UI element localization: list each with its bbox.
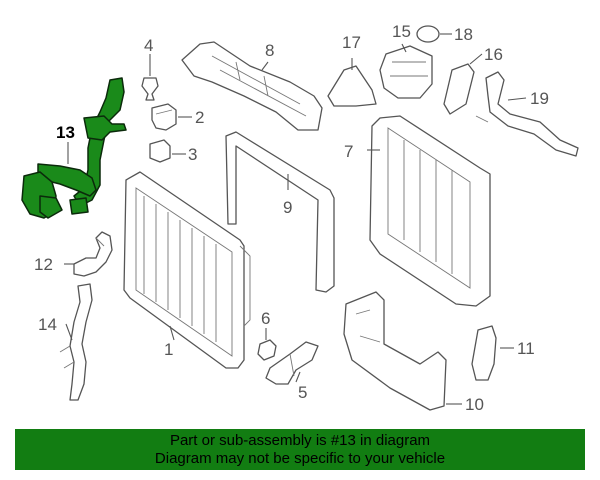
part-11-side-bracket[interactable] (471, 325, 497, 381)
part-9-seal[interactable] (225, 131, 335, 293)
part-18-cap[interactable] (416, 25, 440, 43)
callout-18: 18 (454, 25, 473, 44)
info-banner: Part or sub-assembly is #13 in diagram D… (15, 429, 585, 470)
callout-9: 9 (283, 198, 292, 217)
callout-1: 1 (164, 340, 173, 359)
callout-16: 16 (484, 45, 503, 64)
callout-19: 19 (530, 89, 549, 108)
banner-line-1: Part or sub-assembly is #13 in diagram (169, 432, 431, 449)
callout-15: 15 (392, 22, 411, 41)
callout-8: 8 (265, 41, 274, 60)
part-19-hose[interactable] (475, 71, 579, 157)
banner-line-2: Diagram may not be specific to your vehi… (154, 450, 446, 467)
callout-13: 13 (56, 123, 75, 142)
part-1-radiator[interactable] (123, 171, 251, 369)
part-13-hose-assembly[interactable] (21, 77, 127, 219)
callout-2: 2 (195, 108, 204, 127)
callout-4: 4 (144, 36, 153, 55)
part-6-plug[interactable] (257, 339, 277, 361)
part-2-bracket[interactable] (151, 103, 177, 131)
parts-diagram: 4 2 3 8 9 7 17 15 18 16 19 1 12 14 13 5 … (21, 22, 579, 414)
part-10-lower-deflector[interactable] (343, 291, 447, 411)
part-8-upper-cover[interactable] (181, 41, 323, 131)
part-17-bracket[interactable] (327, 65, 377, 107)
part-16-sensor[interactable] (443, 63, 475, 115)
callout-6: 6 (261, 309, 270, 328)
callout-10: 10 (465, 395, 484, 414)
part-15-reservoir[interactable] (379, 45, 433, 99)
callout-3: 3 (188, 145, 197, 164)
callout-11: 11 (517, 339, 535, 358)
callout-14: 14 (38, 315, 57, 334)
callout-12: 12 (34, 255, 53, 274)
callout-17: 17 (342, 33, 361, 52)
part-7-shroud-frame[interactable] (369, 115, 491, 307)
leader-lines (64, 33, 527, 405)
part-3-mount[interactable] (149, 139, 171, 163)
callout-7: 7 (344, 142, 353, 161)
part-12-hose[interactable] (73, 231, 113, 277)
part-14-hose[interactable] (59, 283, 93, 401)
part-4-clip[interactable] (141, 77, 159, 101)
callout-5: 5 (298, 383, 307, 402)
part-5-bracket[interactable] (265, 341, 319, 385)
